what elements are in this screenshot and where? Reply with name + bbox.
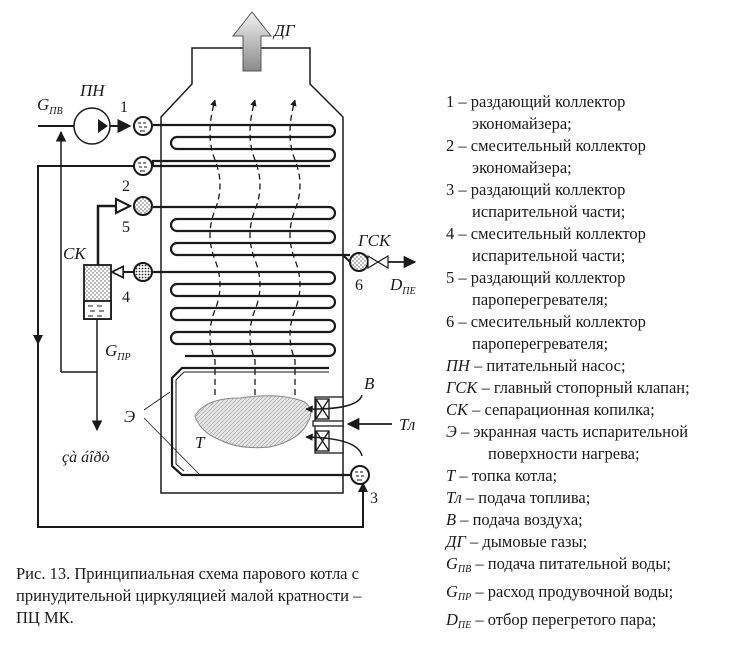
- feed-pump: [73, 107, 111, 145]
- air-label: В: [364, 374, 375, 393]
- legend-symbol-gsk: ГСК – главный стопорный клапан;: [446, 378, 690, 397]
- collector-3-label: 3: [370, 490, 378, 507]
- collector-3: [350, 465, 370, 485]
- economizer-coil: [151, 123, 337, 166]
- screen-label: Э: [124, 407, 135, 426]
- legend-symbol-sk: СК – сепарационная копилка;: [446, 400, 655, 419]
- furnace-screen: [170, 366, 350, 477]
- gas-flow-lines: [209, 99, 301, 395]
- flue-gas-arrow: [231, 11, 273, 72]
- legend-item-4: 4 – смесительный коллектор испарительной…: [446, 224, 646, 265]
- collector-6-label: 6: [355, 277, 363, 294]
- collector-6: [349, 252, 369, 272]
- flame: [194, 395, 312, 449]
- separator-label: СК: [63, 244, 87, 263]
- evaporator-coil: [153, 270, 337, 358]
- collector-2-label: 2: [122, 178, 130, 195]
- blowdown-label: GПР: [105, 341, 131, 363]
- legend-item-2: 2 – смесительный коллектор экономайзера;: [446, 136, 646, 177]
- legend-symbol-dpe: DПЕ – отбор перегретого пара;: [446, 610, 657, 631]
- collector-5: [133, 196, 153, 216]
- collector-2: [133, 156, 153, 176]
- figure-caption: Рис. 13. Принципиальная схема парового к…: [16, 563, 436, 629]
- legend-symbol-gpr: GПР – расход продувочной воды;: [446, 582, 674, 603]
- legend-symbol-v: В – подача воздуха;: [446, 510, 583, 529]
- legend-symbol-e: Э – экранная часть испарительной поверхн…: [446, 422, 689, 463]
- blowdown-destination: çà áîðò: [62, 449, 110, 466]
- collector-4-label: 4: [122, 289, 130, 306]
- separator: [83, 264, 112, 320]
- main-valve-label: ГСК: [357, 231, 392, 250]
- air-arrow-bottom: [305, 433, 363, 457]
- legend-symbol-gpv: GПВ – подача питательной воды;: [446, 554, 671, 575]
- legend-item-5: 5 – раздающий коллектор пароперегревател…: [446, 268, 626, 309]
- burner: [312, 396, 344, 454]
- caption-line-3: ПЦ МК.: [16, 608, 74, 627]
- collector-4: [133, 262, 153, 282]
- furnace-label: Т: [195, 433, 206, 452]
- downcomer-line: [37, 165, 364, 528]
- fuel-label: Тл: [399, 415, 415, 434]
- legend-symbol-dg: ДГ – дымовые газы;: [446, 532, 588, 551]
- legend: 1 – раздающий коллектор экономайзера; 2 …: [446, 91, 746, 637]
- caption-line-1: Рис. 13. Принципиальная схема парового к…: [16, 564, 359, 583]
- collector-1: [133, 116, 153, 136]
- superheater-coil: [153, 205, 350, 257]
- feed-water-label: GПВ: [37, 95, 63, 117]
- flue-gas-label: ДГ: [272, 21, 296, 40]
- legend-item-1: 1 – раздающий коллектор экономайзера;: [446, 92, 626, 133]
- caption-line-2: принудительной циркуляцией малой кратнос…: [16, 586, 362, 605]
- main-stop-valve: [367, 254, 389, 270]
- legend-symbol-tl: Тл – подача топлива;: [446, 488, 591, 507]
- legend-item-6: 6 – смесительный коллектор пароперегрева…: [446, 312, 646, 353]
- legend-item-3: 3 – раздающий коллектор испарительной ча…: [446, 180, 626, 221]
- legend-symbol-t: Т – топка котла;: [446, 466, 558, 485]
- collector-1-label: 1: [120, 99, 128, 116]
- boiler-casing: [160, 47, 344, 494]
- legend-symbol-pn: ПН – питательный насос;: [446, 356, 626, 375]
- steam-output-label: DПЕ: [389, 275, 416, 297]
- collector-5-label: 5: [122, 219, 130, 236]
- air-arrow-top: [305, 394, 363, 413]
- pump-label: ПН: [79, 81, 106, 100]
